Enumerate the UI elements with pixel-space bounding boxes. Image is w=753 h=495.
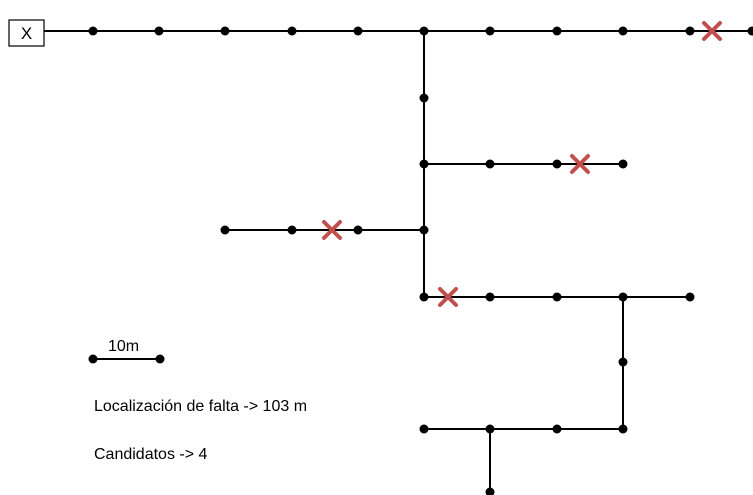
fault-cross-icon: [322, 220, 342, 240]
node-dot-icon: [485, 292, 495, 302]
node-dot-icon: [287, 26, 297, 36]
node-dot-icon: [552, 159, 562, 169]
fault-cross-icon: [438, 287, 458, 307]
candidates-text: Candidatos -> 4: [94, 446, 208, 463]
scale-bar-label: 10m: [108, 338, 139, 355]
node-dot-icon: [485, 159, 495, 169]
source-box-icon: [8, 19, 45, 47]
network-nodes: [88, 26, 753, 495]
node-dot-icon: [88, 26, 98, 36]
source-node: X: [8, 19, 45, 47]
node-dot-icon: [287, 225, 297, 235]
node-dot-icon: [685, 26, 695, 36]
fault-location-text: Localización de falta -> 103 m: [94, 398, 307, 415]
scale-bar-end-node: [155, 354, 165, 364]
node-dot-icon: [485, 424, 495, 434]
node-dot-icon: [419, 292, 429, 302]
fault-cross-icon: [702, 21, 722, 41]
node-dot-icon: [747, 26, 753, 36]
network-lines: [44, 30, 753, 495]
node-dot-icon: [353, 26, 363, 36]
node-dot-icon: [552, 26, 562, 36]
node-dot-icon: [485, 26, 495, 36]
node-dot-icon: [552, 292, 562, 302]
node-dot-icon: [618, 292, 628, 302]
node-dot-icon: [154, 26, 164, 36]
node-dot-icon: [419, 93, 429, 103]
node-dot-icon: [618, 26, 628, 36]
node-dot-icon: [552, 424, 562, 434]
node-dot-icon: [685, 292, 695, 302]
node-dot-icon: [220, 225, 230, 235]
node-dot-icon: [419, 26, 429, 36]
node-dot-icon: [419, 159, 429, 169]
node-dot-icon: [618, 159, 628, 169]
scale-bar-start-node: [88, 354, 98, 364]
node-dot-icon: [419, 225, 429, 235]
fault-markers: [322, 21, 722, 307]
node-dot-icon: [220, 26, 230, 36]
scale-bar: 10m: [88, 338, 165, 364]
node-dot-icon: [618, 424, 628, 434]
source-label: X: [21, 24, 32, 43]
node-dot-icon: [353, 225, 363, 235]
fault-cross-icon: [570, 154, 590, 174]
node-dot-icon: [618, 357, 628, 367]
node-dot-icon: [419, 424, 429, 434]
node-dot-icon: [485, 487, 495, 495]
